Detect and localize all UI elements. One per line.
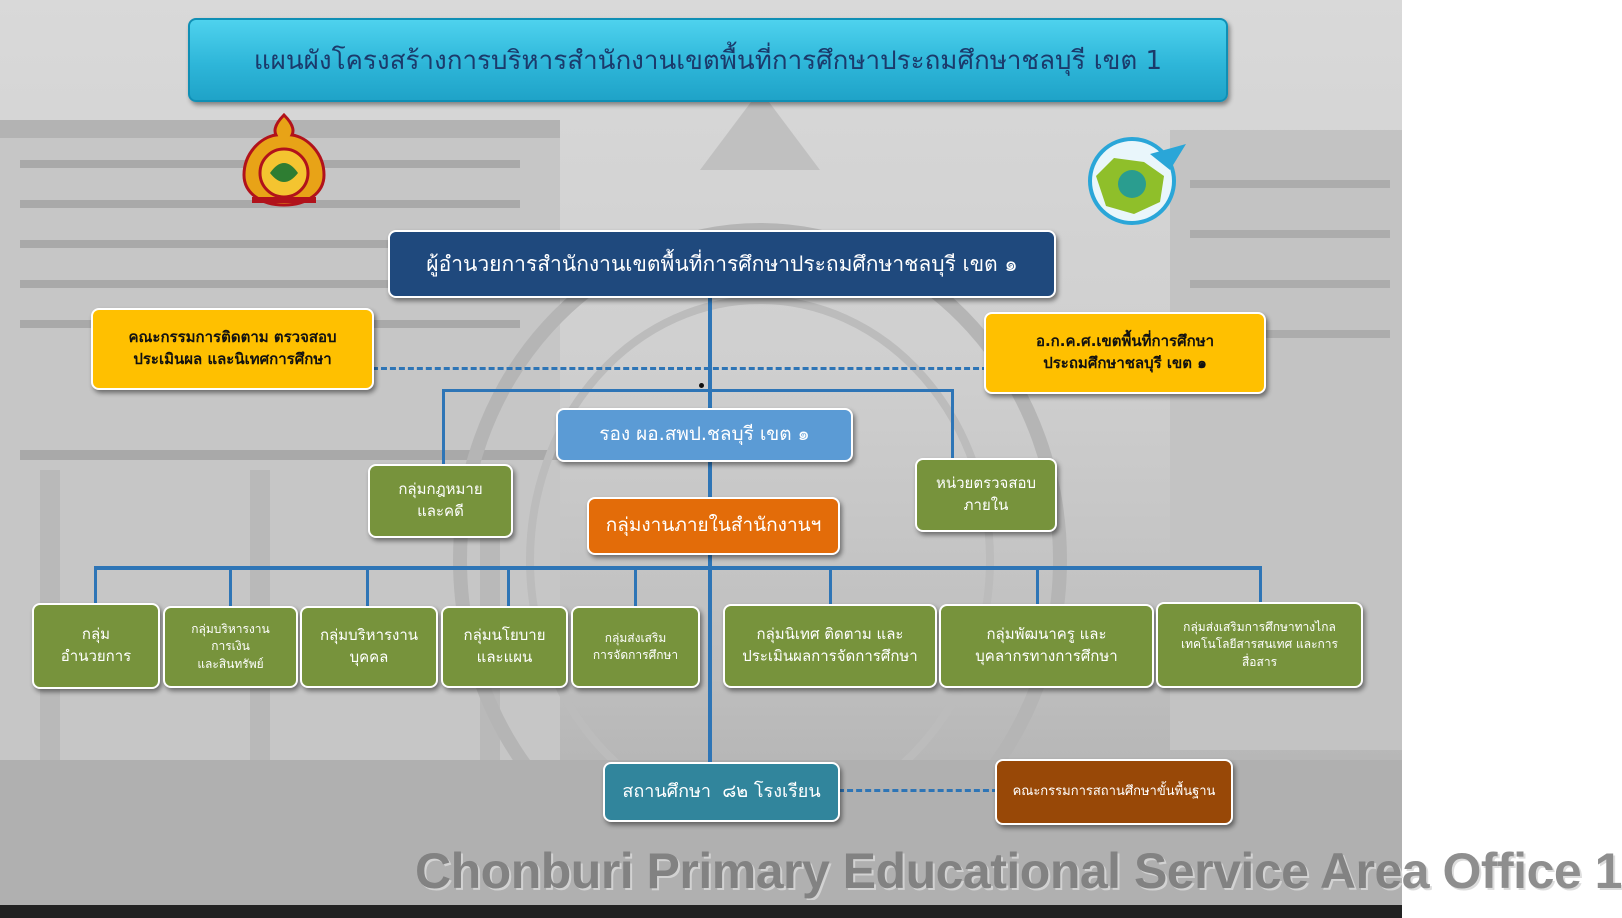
internal-groups-box: กลุ่มงานภายในสำนักงานฯ [587, 497, 840, 555]
group-6-line-2: ประเมินผลการจัดการศึกษา [742, 647, 918, 665]
committee-monitoring-box: คณะกรรมการติดตาม ตรวจสอบ ประเมินผล และนิ… [91, 308, 374, 390]
deputy-director-box: รอง ผอ.สพป.ชลบุรี เขต ๑ [556, 408, 853, 462]
group-8-line-2: เทคโนโลยีสารสนเทศ และการ [1181, 637, 1338, 652]
chart-title: แผนผังโครงสร้างการบริหารสำนักงานเขตพื้นท… [188, 18, 1228, 102]
office-logo-icon [1088, 137, 1186, 225]
drop-line-5 [634, 566, 637, 608]
group-8-line-1: กลุ่มส่งเสริมการศึกษาทางไกล [1183, 619, 1336, 634]
legal-group-line-1: กลุ่มกฎหมาย [398, 480, 483, 499]
group-2-line-2: การเงิน [211, 639, 250, 654]
dashed-link-committees [372, 367, 988, 370]
footer-office-name: Chonburi Primary Educational Service Are… [415, 843, 1622, 899]
group-5-line-2: การจัดการศึกษา [592, 648, 679, 662]
group-4-line-1: กลุ่มนโยบาย [463, 626, 546, 645]
branch-line-audit [951, 389, 954, 461]
group-3-line-1: กลุ่มบริหารงาน [319, 626, 419, 645]
group-7-line-2: บุคลากรทางการศึกษา [975, 647, 1118, 665]
group-box-2: กลุ่มบริหารงาน การเงิน และสินทรัพย์ [163, 606, 298, 688]
group-box-3: กลุ่มบริหารงาน บุคคล [300, 606, 438, 688]
director-box: ผู้อำนวยการสำนักงานเขตพื้นที่การศึกษาประ… [388, 230, 1056, 298]
committee-personnel-line-1: อ.ก.ค.ศ.เขตพื้นที่การศึกษา [1035, 332, 1215, 351]
internal-audit-box: หน่วยตรวจสอบ ภายใน [915, 458, 1057, 532]
ministry-emblem-icon [242, 112, 326, 207]
group-4-line-2: และแผน [476, 648, 533, 666]
legal-group-box: กลุ่มกฎหมาย และคดี [368, 464, 513, 538]
drop-line-3 [366, 566, 369, 608]
internal-groups-label: กลุ่มงานภายในสำนักงานฯ [605, 514, 822, 537]
drop-line-7 [1036, 566, 1039, 606]
group-2-line-1: กลุ่มบริหารงาน [191, 621, 270, 636]
group-box-1: กลุ่ม อำนวยการ [32, 603, 160, 689]
drop-line-1 [94, 566, 97, 606]
deputy-director-label: รอง ผอ.สพป.ชลบุรี เขต ๑ [599, 423, 810, 446]
branch-line-top [442, 389, 954, 392]
group-box-8: กลุ่มส่งเสริมการศึกษาทางไกล เทคโนโลยีสาร… [1156, 602, 1363, 688]
basic-education-committee-label: คณะกรรมการสถานศึกษาขั้นพื้นฐาน [1012, 783, 1216, 799]
schools-label: สถานศึกษา ๘๒ โรงเรียน [622, 780, 821, 802]
group-box-5: กลุ่มส่งเสริม การจัดการศึกษา [571, 606, 700, 688]
drop-line-4 [507, 566, 510, 608]
basic-education-committee-box: คณะกรรมการสถานศึกษาขั้นพื้นฐาน [995, 759, 1233, 825]
group-box-6: กลุ่มนิเทศ ติดตาม และ ประเมินผลการจัดการ… [723, 604, 937, 688]
group-6-line-1: กลุ่มนิเทศ ติดตาม และ [756, 625, 904, 644]
group-1-line-2: อำนวยการ [60, 647, 132, 665]
branch-line-legal [442, 389, 445, 467]
group-1-line-1: กลุ่ม [81, 625, 111, 644]
internal-audit-line-2: ภายใน [963, 496, 1009, 514]
group-8-line-3: สื่อสาร [1241, 654, 1278, 669]
group-box-4: กลุ่มนโยบาย และแผน [441, 606, 568, 688]
internal-audit-line-1: หน่วยตรวจสอบ [935, 474, 1037, 493]
committee-monitoring-line-2: ประเมินผล และนิเทศการศึกษา [133, 350, 332, 368]
legal-group-line-2: และคดี [417, 502, 464, 520]
committee-personnel-box: อ.ก.ค.ศ.เขตพื้นที่การศึกษา ประถมศึกษาชลบ… [984, 312, 1266, 394]
group-5-line-1: กลุ่มส่งเสริม [604, 630, 667, 645]
schools-box: สถานศึกษา ๘๒ โรงเรียน [603, 762, 840, 822]
group-7-line-1: กลุ่มพัฒนาครู และ [986, 625, 1107, 644]
committee-personnel-line-2: ประถมศึกษาชลบุรี เขต ๑ [1043, 354, 1207, 372]
director-label: ผู้อำนวยการสำนักงานเขตพื้นที่การศึกษาประ… [426, 251, 1018, 276]
groups-bus-line [94, 566, 1262, 570]
drop-line-8 [1259, 566, 1262, 604]
junction-dot [699, 383, 704, 388]
group-2-line-3: และสินทรัพย์ [197, 656, 264, 671]
drop-line-6 [829, 566, 832, 606]
dashed-link-schools [838, 789, 998, 792]
group-3-line-2: บุคคล [349, 648, 389, 666]
group-box-7: กลุ่มพัฒนาครู และ บุคลากรทางการศึกษา [939, 604, 1154, 688]
drop-line-2 [229, 566, 232, 608]
committee-monitoring-line-1: คณะกรรมการติดตาม ตรวจสอบ [128, 328, 337, 347]
